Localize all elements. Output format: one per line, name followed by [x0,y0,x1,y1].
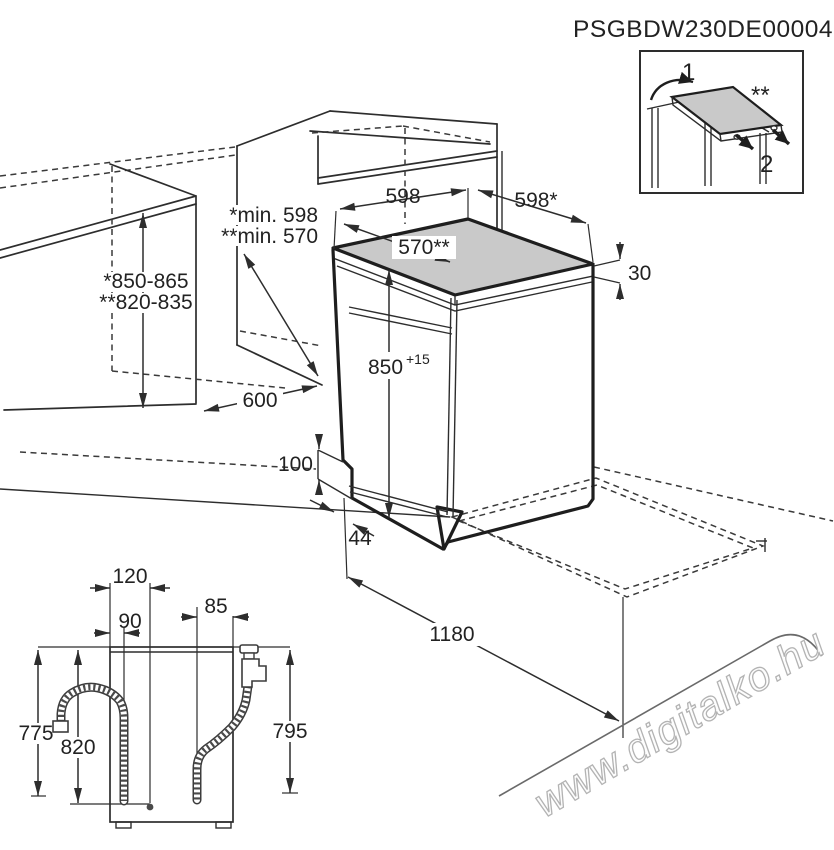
dim-height: 850 [368,356,403,379]
dim-counter-height: *850-865 [103,270,188,293]
dim-height-tolerance: +15 [406,351,430,367]
pull-arrow-left [734,133,755,151]
dim-niche-width: *min. 598 [229,204,318,227]
page-title: PSGBDW230DE00004 [573,16,833,43]
power-plug-dot [146,803,154,811]
dim-counter-depth: 600 [242,389,277,412]
aquastop-housing [241,658,267,688]
inset-step-2: 2 [760,151,773,178]
dim-drain-hose-length: 775 [18,722,53,745]
pull-arrow-right [771,128,791,146]
drain-hose-end-fitting [52,720,69,733]
rear-view-diagram: 120 90 85 775 820 795 [14,565,313,829]
dim-niche-width-compact: **min. 570 [221,225,318,248]
dim-width: 598 [385,185,420,208]
dimensions-main: *850-865 **820-835 *min. 598 **min. 570 … [97,185,651,738]
watermark: www.digitalko.hu [498,618,834,826]
dim-plinth-recess: 44 [348,527,372,550]
dim-inlet-offset: 85 [204,595,227,618]
dishwasher [317,217,595,551]
dim-door-open: 1180 [429,623,474,646]
inset-step-1: 1 [682,59,695,86]
worktop-removal-inset: 1 2 ** [639,50,804,194]
open-door-footprint [449,466,834,598]
dim-counter-height-compact: **820-835 [99,291,192,314]
dim-drain-offset: 120 [112,565,147,588]
inlet-hose [192,644,267,805]
dim-depth-top: 570** [398,236,449,259]
dim-inlet-hose-length: 795 [272,720,307,743]
dim-worktop-thickness: 30 [628,262,651,285]
inset-note: ** [751,82,770,109]
dim-hose-offset: 90 [118,610,141,633]
dim-width-star: 598* [514,189,557,212]
left-counter-block [0,146,451,518]
dim-plinth-height: 100 [278,453,313,476]
tilt-arrow [649,71,694,101]
inlet-tap-connector [239,644,259,654]
watermark-text: www.digitalko.hu [526,619,833,826]
drain-hose [52,682,129,806]
dim-cord-length: 820 [60,736,95,759]
